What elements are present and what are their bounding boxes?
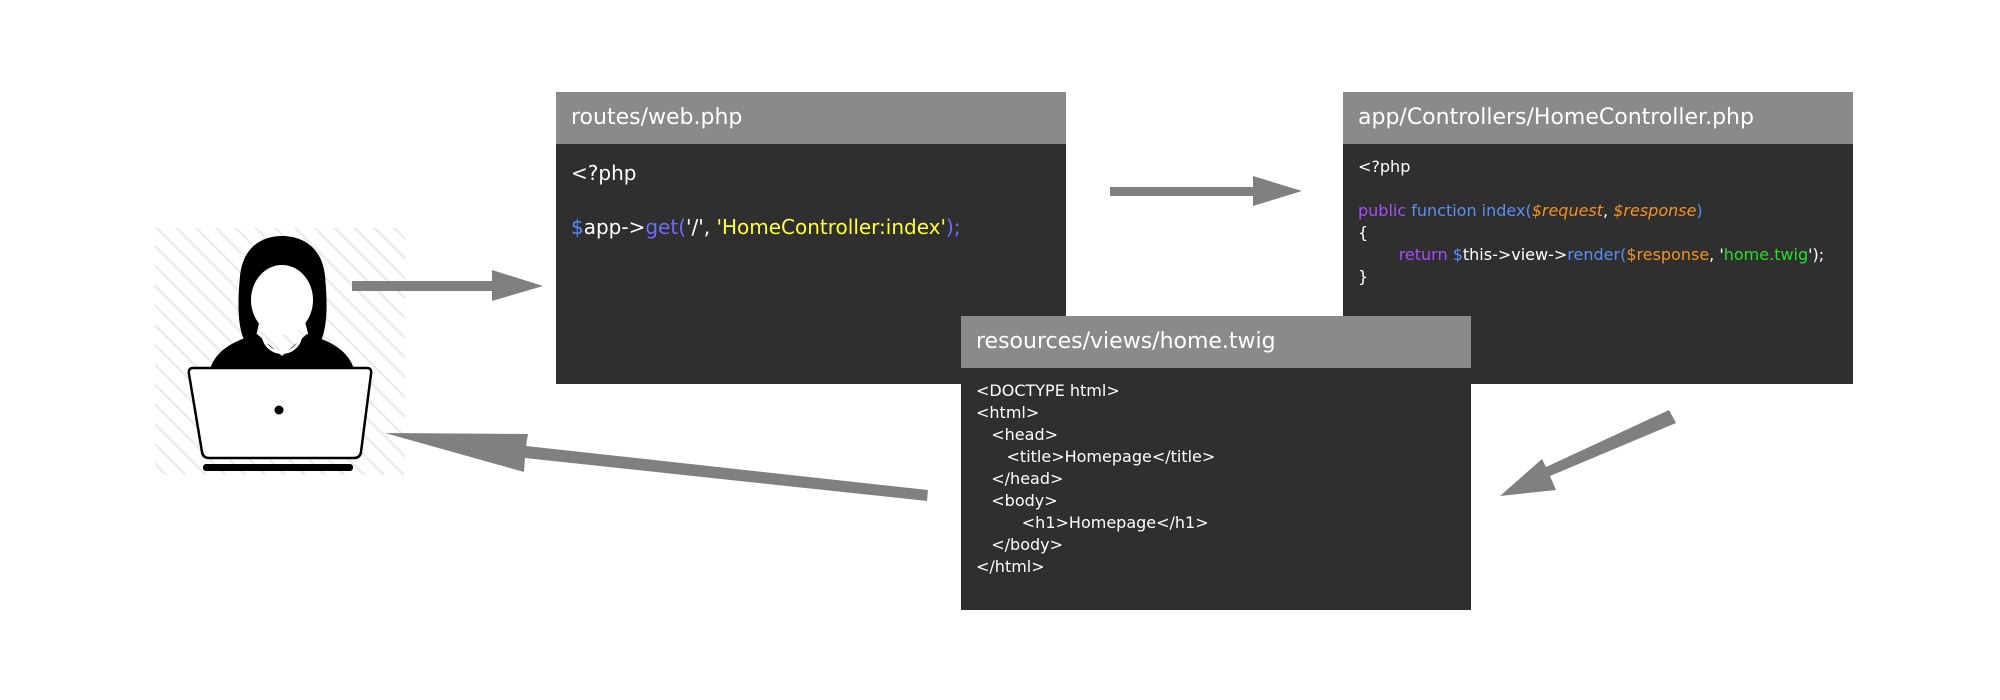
code-line: <html> — [976, 403, 1040, 422]
code-line: <?php — [1358, 157, 1411, 176]
panel-title: routes/web.php — [556, 92, 1066, 144]
hair-shape — [238, 236, 327, 350]
controller-file-panel: app/Controllers/HomeController.php <?php… — [1343, 92, 1853, 384]
code-block: <?php public function index($request, $r… — [1343, 144, 1853, 288]
code-line: <title>Homepage</title> — [976, 447, 1216, 466]
code-line: $app->get('/', 'HomeController:index'); — [571, 215, 961, 239]
twig-template-panel: resources/views/home.twig <DOCTYPE html>… — [961, 316, 1471, 610]
code-line: </body> — [976, 535, 1064, 554]
code-line: <head> — [976, 425, 1059, 444]
code-line: <body> — [976, 491, 1058, 510]
code-block: <?php $app->get('/', 'HomeController:ind… — [556, 144, 1066, 241]
code-block: <DOCTYPE html> <html> <head> <title>Homep… — [961, 368, 1471, 578]
code-line: </head> — [976, 469, 1064, 488]
panel-title: app/Controllers/HomeController.php — [1343, 92, 1853, 144]
arrow-controller-to-twig — [1500, 410, 1676, 496]
code-line: { — [1358, 223, 1369, 242]
code-line: <?php — [571, 161, 637, 185]
arrow-routes-to-controller — [1110, 176, 1302, 206]
routes-file-panel: routes/web.php <?php $app->get('/', 'Hom… — [556, 92, 1066, 384]
panel-title: resources/views/home.twig — [961, 316, 1471, 368]
code-line: <DOCTYPE html> — [976, 381, 1120, 400]
code-line: <h1>Homepage</h1> — [976, 513, 1209, 532]
user-at-laptop-icon — [155, 228, 405, 475]
laptop-base — [203, 464, 353, 471]
code-line: return $this->view->render($response, 'h… — [1398, 245, 1825, 264]
arrow-user-to-routes — [352, 270, 543, 301]
code-line: </html> — [976, 557, 1045, 576]
code-line: public function index($request, $respons… — [1358, 201, 1703, 220]
arrow-twig-to-user — [385, 433, 928, 501]
code-line: } — [1358, 267, 1369, 286]
